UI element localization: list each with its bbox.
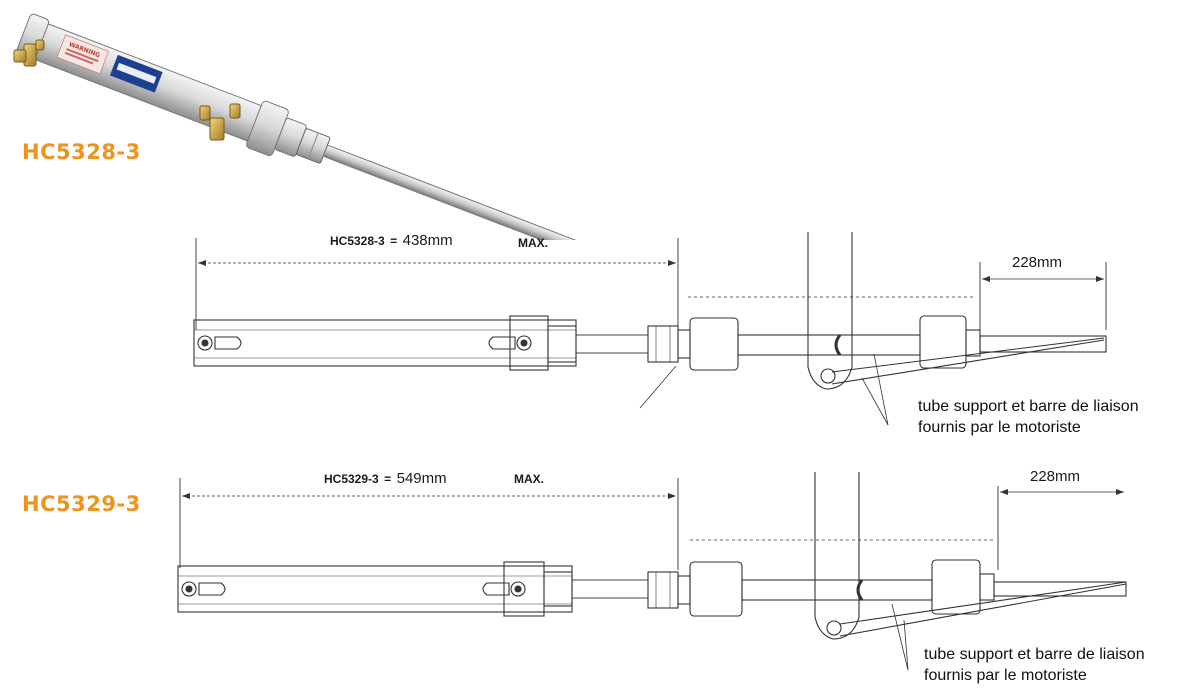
- model-label-hc5329: HC5329-3: [22, 492, 141, 516]
- supply-note-1: tube support et barre de liaison fournis…: [918, 396, 1139, 438]
- max-label-1: MAX.: [518, 236, 548, 250]
- dim-eq: =: [384, 472, 392, 486]
- dim-value: 438mm: [402, 232, 453, 249]
- dim-code: HC5329-3: [324, 472, 379, 486]
- cylinder-body-2: [177, 565, 573, 613]
- max-label-2: MAX.: [514, 472, 544, 486]
- cylinder-photo: WARNING: [13, 13, 606, 240]
- note-line-2: fournis par le motoriste: [924, 667, 1087, 684]
- model-label-hc5328: HC5328-3: [22, 140, 141, 164]
- hydraulic-fitting-rear: [199, 103, 241, 141]
- length-dimension-2: HC5329-3 = 549mm: [324, 470, 447, 488]
- dim-code: HC5328-3: [330, 234, 385, 248]
- note-line-2: fournis par le motoriste: [918, 419, 1081, 436]
- dim-eq: =: [390, 234, 398, 248]
- stroke-dimension-1: 228mm: [1012, 254, 1063, 271]
- hydraulic-fitting-front: [13, 39, 45, 67]
- note-line-1: tube support et barre de liaison: [924, 646, 1145, 663]
- supply-note-2: tube support et barre de liaison fournis…: [924, 644, 1145, 686]
- dim-value: 549mm: [396, 470, 447, 487]
- note-line-1: tube support et barre de liaison: [918, 398, 1139, 415]
- stroke-dimension-2: 228mm: [1030, 468, 1081, 485]
- length-dimension-1: HC5328-3 = 438mm: [330, 232, 453, 250]
